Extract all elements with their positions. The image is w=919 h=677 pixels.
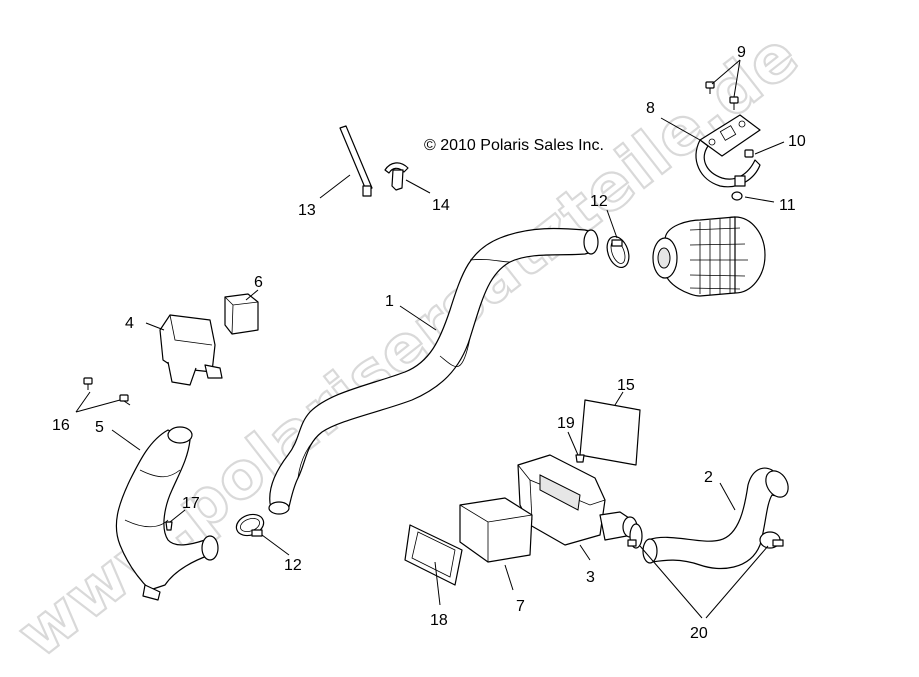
callout-17: 17 [182, 495, 200, 512]
outlet-hose-part-2 [642, 467, 789, 570]
airbox-cover-part-4 [159, 314, 223, 386]
callout-9: 9 [737, 44, 746, 61]
watermark-text: www.polarisersatzteile.de [4, 18, 812, 672]
bolt-part-17 [165, 521, 173, 531]
callout-18: 18 [430, 612, 448, 629]
callout-11: 11 [779, 197, 796, 214]
screw-part-16 [83, 377, 131, 406]
gasket-frame-part-18 [404, 524, 463, 586]
callout-4: 4 [125, 315, 134, 332]
callout-13: 13 [298, 202, 316, 219]
intake-duct-part-5 [115, 426, 219, 601]
callout-8: 8 [646, 100, 655, 117]
callout-3: 3 [586, 569, 595, 586]
callout-1: 1 [385, 293, 394, 310]
airbox-part-3 [517, 454, 638, 546]
callout-20: 20 [690, 625, 708, 642]
hose-clamp-12-bottom [235, 513, 265, 537]
intake-hose-part-1 [268, 227, 599, 515]
callout-12-top: 12 [590, 193, 608, 210]
callout-14: 14 [432, 197, 450, 214]
callout-5: 5 [95, 419, 104, 436]
callout-15: 15 [617, 377, 635, 394]
callout-12-bottom: 12 [284, 557, 302, 574]
leader-lines [75, 59, 785, 619]
screw-part-19 [575, 454, 585, 463]
screw-part-10 [744, 149, 754, 158]
callout-7: 7 [516, 598, 525, 615]
push-clip-part-14 [384, 162, 409, 191]
label-sticker-part-15 [579, 399, 641, 466]
callout-2: 2 [704, 469, 713, 486]
nut-part-11 [731, 191, 743, 201]
callout-10: 10 [788, 133, 806, 150]
callout-19: 19 [557, 415, 575, 432]
hose-clamp-part-20 [627, 523, 784, 549]
filter-block-part-7 [459, 497, 533, 563]
callout-labels: 1 2 3 4 5 6 7 8 9 10 11 12 12 13 14 15 1… [52, 44, 806, 642]
hose-clamp-12-top [606, 235, 630, 269]
copyright-notice: © 2010 Polaris Sales Inc. [424, 137, 604, 154]
callout-16: 16 [52, 417, 70, 434]
cable-tie-part-13 [339, 125, 373, 197]
foam-pad-part-6 [224, 293, 259, 335]
bracket-band-part-8 [695, 114, 761, 188]
callout-6: 6 [254, 274, 263, 291]
air-filter-element [652, 216, 766, 297]
